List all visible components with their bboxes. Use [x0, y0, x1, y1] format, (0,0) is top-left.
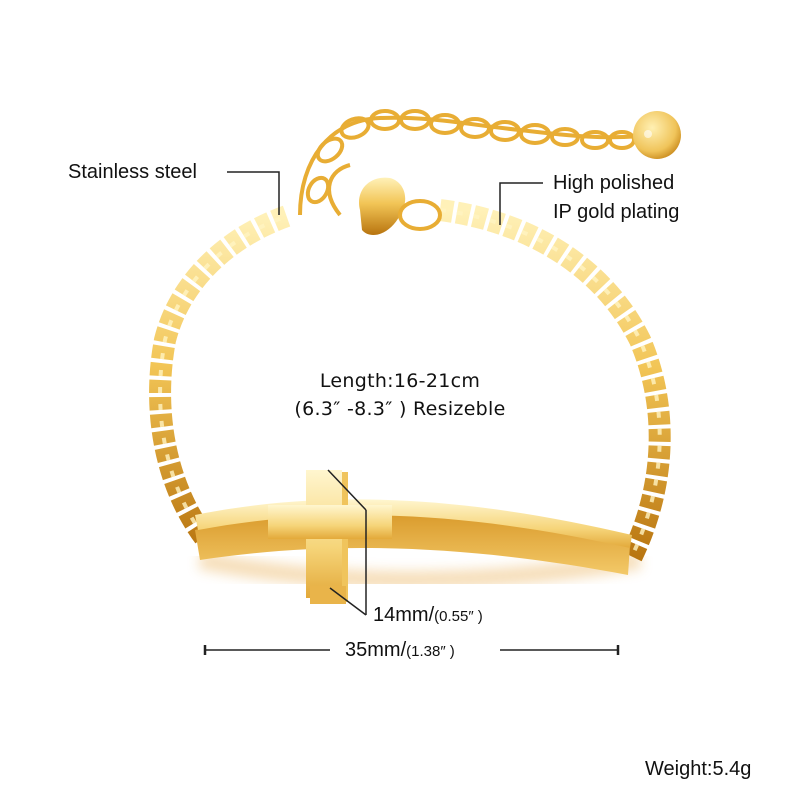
cross — [268, 470, 392, 604]
cross-height-label: 14mm/(0.55″ ) — [373, 602, 483, 630]
cross-height-in: (0.55″ ) — [434, 608, 483, 625]
bar-length-mm: 35mm/ — [345, 639, 407, 661]
bar-length-in: (1.38″ ) — [406, 643, 455, 660]
round-tag-charm — [633, 111, 681, 159]
length-label-line1: Length:16-21cm — [319, 370, 481, 392]
bar-length-label: 35mm/(1.38″ ) — [345, 637, 455, 665]
box-chain-inner-highlights — [158, 208, 662, 561]
length-label-line2: (6.3″ -8.3″ ) Resizeble — [294, 398, 506, 420]
box-chain-right — [438, 199, 671, 565]
material-label: Stainless steel — [68, 161, 197, 183]
shadow — [198, 551, 642, 589]
extender-chain — [298, 109, 651, 217]
finish-label-line1: High polished — [553, 172, 675, 194]
cross-height-mm: 14mm/ — [373, 604, 435, 626]
finish-label-line2: IP gold plating — [553, 201, 680, 223]
weight-label: Weight:5.4g — [645, 758, 752, 780]
annotation-lines — [203, 171, 620, 655]
lobster-clasp — [359, 177, 442, 235]
